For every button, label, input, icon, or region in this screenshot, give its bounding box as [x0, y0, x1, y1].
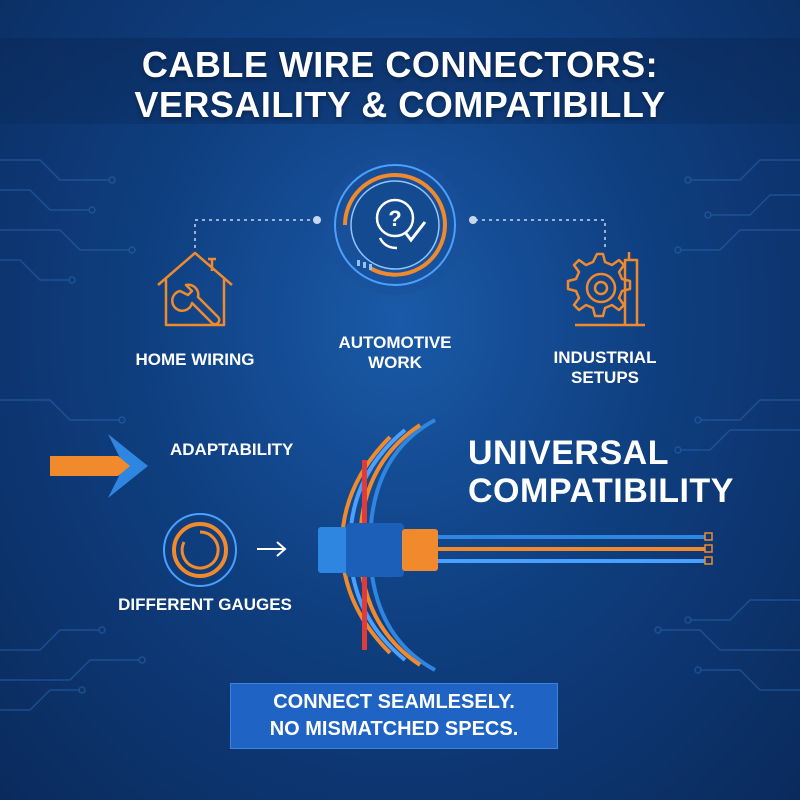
- cta-line-1: CONNECT SEAMLESELY.: [273, 691, 515, 713]
- title-band: [0, 38, 800, 124]
- industrial-label-line-1: INDUSTRIAL: [553, 348, 657, 367]
- industrial-label-line-2: SETUPS: [570, 368, 640, 387]
- page-title-line-1: CABLE WIRE CONNECTORS:: [141, 44, 659, 85]
- svg-text:?: ?: [388, 206, 401, 231]
- adaptability-label: ADAPTABILITY: [170, 440, 294, 459]
- automotive-label-line-1: AUTOMOTIVE: [338, 333, 452, 352]
- question-check-gauge-icon: ?: [325, 155, 465, 295]
- arrow-chevron-icon: [50, 434, 148, 498]
- headline-line-2: COMPATIBILITY: [468, 472, 734, 510]
- different-gauges-label: DIFFERENT GAUGES: [118, 595, 292, 614]
- automotive-label-line-2: WORK: [368, 353, 422, 372]
- gear-factory-icon: [566, 252, 645, 327]
- headline-line-1: UNIVERSAL: [468, 434, 669, 472]
- concentric-rings-icon: [163, 513, 237, 587]
- cta-line-2: NO MISMATCHED SPECS.: [269, 718, 519, 740]
- home-wiring-label: HOME WIRING: [135, 350, 255, 369]
- page-title-line-2: VERSAILITY & COMPATIBILLY: [134, 84, 666, 125]
- cta-banner: CONNECT SEAMLESELY. NO MISMATCHED SPECS.: [230, 683, 558, 749]
- right-arrow-icon: [257, 541, 287, 557]
- cable-connector-illustration: [318, 418, 713, 672]
- house-wrench-icon: [157, 251, 233, 327]
